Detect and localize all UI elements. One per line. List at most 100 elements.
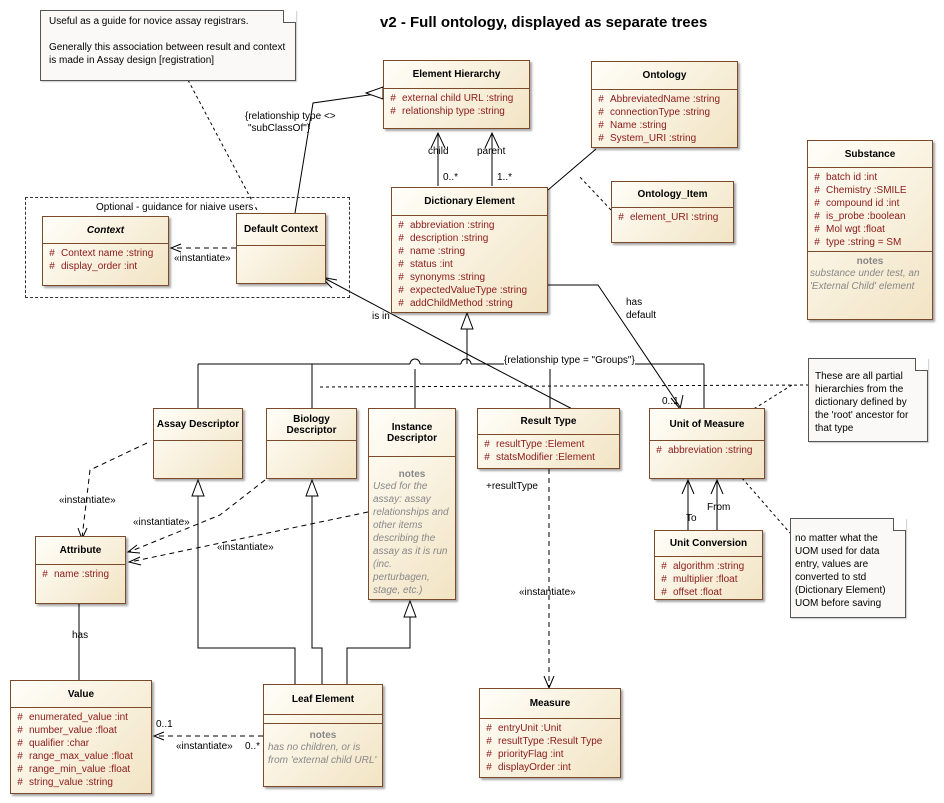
class-name: Substance	[808, 141, 932, 168]
note-fold-icon	[283, 10, 296, 23]
class-attribute: #AbbreviatedName :string	[598, 94, 721, 105]
class-attribute: #resultType :Result Type	[486, 736, 603, 747]
class-attribute: #range_min_value :float	[17, 764, 131, 775]
instantiate-label: «instantiate»	[176, 741, 233, 752]
element-hierarchy-class[interactable]: Element Hierarchy #external child URL :s…	[383, 60, 530, 129]
class-attribute: #abbreviation :string	[398, 220, 495, 231]
class-attribute: #connectionType :string	[598, 107, 711, 118]
class-name: Dictionary Element	[392, 188, 547, 216]
class-name: Result Type	[478, 409, 619, 435]
class-attribute: #multiplier :float	[661, 574, 738, 585]
class-attribute: #offset :float	[661, 587, 722, 598]
boundary-label: Optional - guidance for niaive users	[95, 202, 255, 213]
subclass-constraint-label: "subClassOf"}	[248, 123, 311, 134]
class-attribute: #entryUnit :Unit	[486, 723, 562, 734]
notes-label: notes	[398, 469, 426, 480]
note-text-line: Generally this association between resul…	[49, 42, 286, 66]
class-attribute: #enumerated_value :int	[17, 712, 128, 723]
class-attribute: #status :int	[398, 259, 453, 270]
dictionary-element-class[interactable]: Dictionary Element #abbreviation :string…	[391, 187, 548, 313]
class-attribute: #element_URI :string	[618, 212, 719, 223]
class-attribute: #number_value :float	[17, 725, 117, 736]
class-attribute: #Mol wgt :float	[814, 224, 885, 235]
multiplicity-label: 1..*	[497, 172, 513, 183]
partial-hierarchies-note[interactable]: These are all partial hierarchies from t…	[808, 358, 928, 442]
diagram-title: v2 - Full ontology, displayed as separat…	[380, 14, 708, 31]
has-default-label: has	[626, 297, 643, 308]
class-attribute: #expectedValueType :string	[398, 285, 528, 296]
class-notes: Used for the assay: assay relationships …	[373, 481, 449, 596]
biology-descriptor-class[interactable]: Biology Descriptor	[266, 408, 357, 479]
class-attribute: #algorithm :string	[661, 561, 745, 572]
class-attribute: #resultType :Element	[484, 439, 585, 450]
class-attribute: #compound id :int	[814, 198, 900, 209]
class-attribute: #statsModifier :Element	[484, 452, 595, 463]
unit-conversion-class[interactable]: Unit Conversion #algorithm :string #mult…	[654, 530, 763, 600]
class-name: Instance Descriptor	[369, 409, 455, 457]
class-attribute: #is_probe :boolean	[814, 211, 906, 222]
class-attribute: #relationship type :string	[390, 106, 505, 117]
class-attribute: #external child URL :string	[390, 93, 514, 104]
assay-descriptor-class[interactable]: Assay Descriptor	[153, 408, 243, 479]
class-attribute: #description :string	[398, 233, 489, 244]
class-attribute: #System_URI :string	[598, 133, 697, 144]
is-in-label: is in	[372, 311, 390, 322]
optional-guidance-boundary[interactable]	[25, 197, 350, 298]
class-attribute: #Context name :string	[49, 248, 154, 259]
instantiate-label: «instantiate»	[217, 542, 274, 553]
class-name: Measure	[480, 689, 620, 719]
class-name: Value	[11, 681, 151, 708]
instance-descriptor-class[interactable]: Instance Descriptor notes Used for the a…	[368, 408, 456, 600]
class-attribute: #synonyms :string	[398, 272, 486, 283]
substance-class[interactable]: Substance #batch id :int #Chemistry :SMI…	[807, 140, 933, 320]
note-text: These are all partial hierarchies from t…	[815, 371, 909, 434]
note-text-line: Useful as a guide for novice assay regis…	[49, 16, 249, 27]
class-attribute: #Chemistry :SMILE	[814, 185, 907, 196]
class-name: Leaf Element	[264, 685, 382, 715]
instantiate-label: «instantiate»	[174, 253, 231, 264]
has-label: has	[72, 630, 89, 641]
subclass-constraint-label: {relationship type <>	[245, 111, 336, 122]
class-attribute: #qualifier :char	[17, 738, 90, 749]
class-attribute: #display_order :int	[49, 261, 138, 272]
notes-label: notes	[856, 256, 884, 267]
result-type-class[interactable]: Result Type #resultType :Element #statsM…	[477, 408, 620, 469]
from-role-label: From	[707, 502, 731, 513]
class-name: Biology Descriptor	[267, 409, 356, 441]
novice-registrars-note[interactable]: Useful as a guide for novice assay regis…	[40, 10, 296, 81]
value-class[interactable]: Value #enumerated_value :int #number_val…	[10, 680, 152, 794]
class-name: Attribute	[36, 537, 125, 565]
multiplicity-label: 0..1	[156, 719, 173, 730]
groups-constraint-label: {relationship type = "Groups"}	[504, 355, 635, 366]
class-notes: has no children, or is from 'external ch…	[268, 742, 377, 766]
result-type-role-label: +resultType	[486, 481, 538, 492]
attribute-class[interactable]: Attribute #name :string	[35, 536, 126, 604]
note-fold-icon	[893, 518, 906, 531]
class-attribute: #name :string	[398, 246, 466, 257]
to-role-label: To	[686, 513, 697, 524]
notes-divider	[808, 251, 932, 252]
uom-conversion-note[interactable]: no matter what the UOM used for data ent…	[790, 518, 906, 618]
ontology-class[interactable]: Ontology #AbbreviatedName :string #conne…	[591, 61, 738, 148]
instantiate-label: «instantiate»	[133, 517, 190, 528]
class-notes: substance under test, an 'External Child…	[810, 268, 920, 292]
notes-label: notes	[309, 730, 337, 741]
class-attribute: #addChildMethod :string	[398, 298, 513, 309]
class-name: Context	[43, 217, 168, 244]
class-name: Unit of Measure	[650, 409, 764, 441]
unit-of-measure-class[interactable]: Unit of Measure #abbreviation :string	[649, 408, 765, 479]
default-context-class[interactable]: Default Context	[236, 213, 326, 284]
class-attribute: #range_max_value :float	[17, 751, 133, 762]
class-attribute: #string_value :string	[17, 777, 113, 788]
class-name: Ontology_Item	[612, 182, 733, 208]
measure-class[interactable]: Measure #entryUnit :Unit #resultType :Re…	[479, 688, 621, 778]
class-attribute: #name :string	[42, 569, 110, 580]
context-class[interactable]: Context #Context name :string #display_o…	[42, 216, 169, 286]
ontology-item-class[interactable]: Ontology_Item #element_URI :string	[611, 181, 734, 243]
leaf-element-class[interactable]: Leaf Element notes has no children, or i…	[263, 684, 383, 787]
has-default-label: default	[626, 310, 657, 321]
class-name: Default Context	[237, 214, 325, 246]
class-name: Element Hierarchy	[384, 61, 529, 89]
multiplicity-label: 0..*	[245, 741, 261, 752]
